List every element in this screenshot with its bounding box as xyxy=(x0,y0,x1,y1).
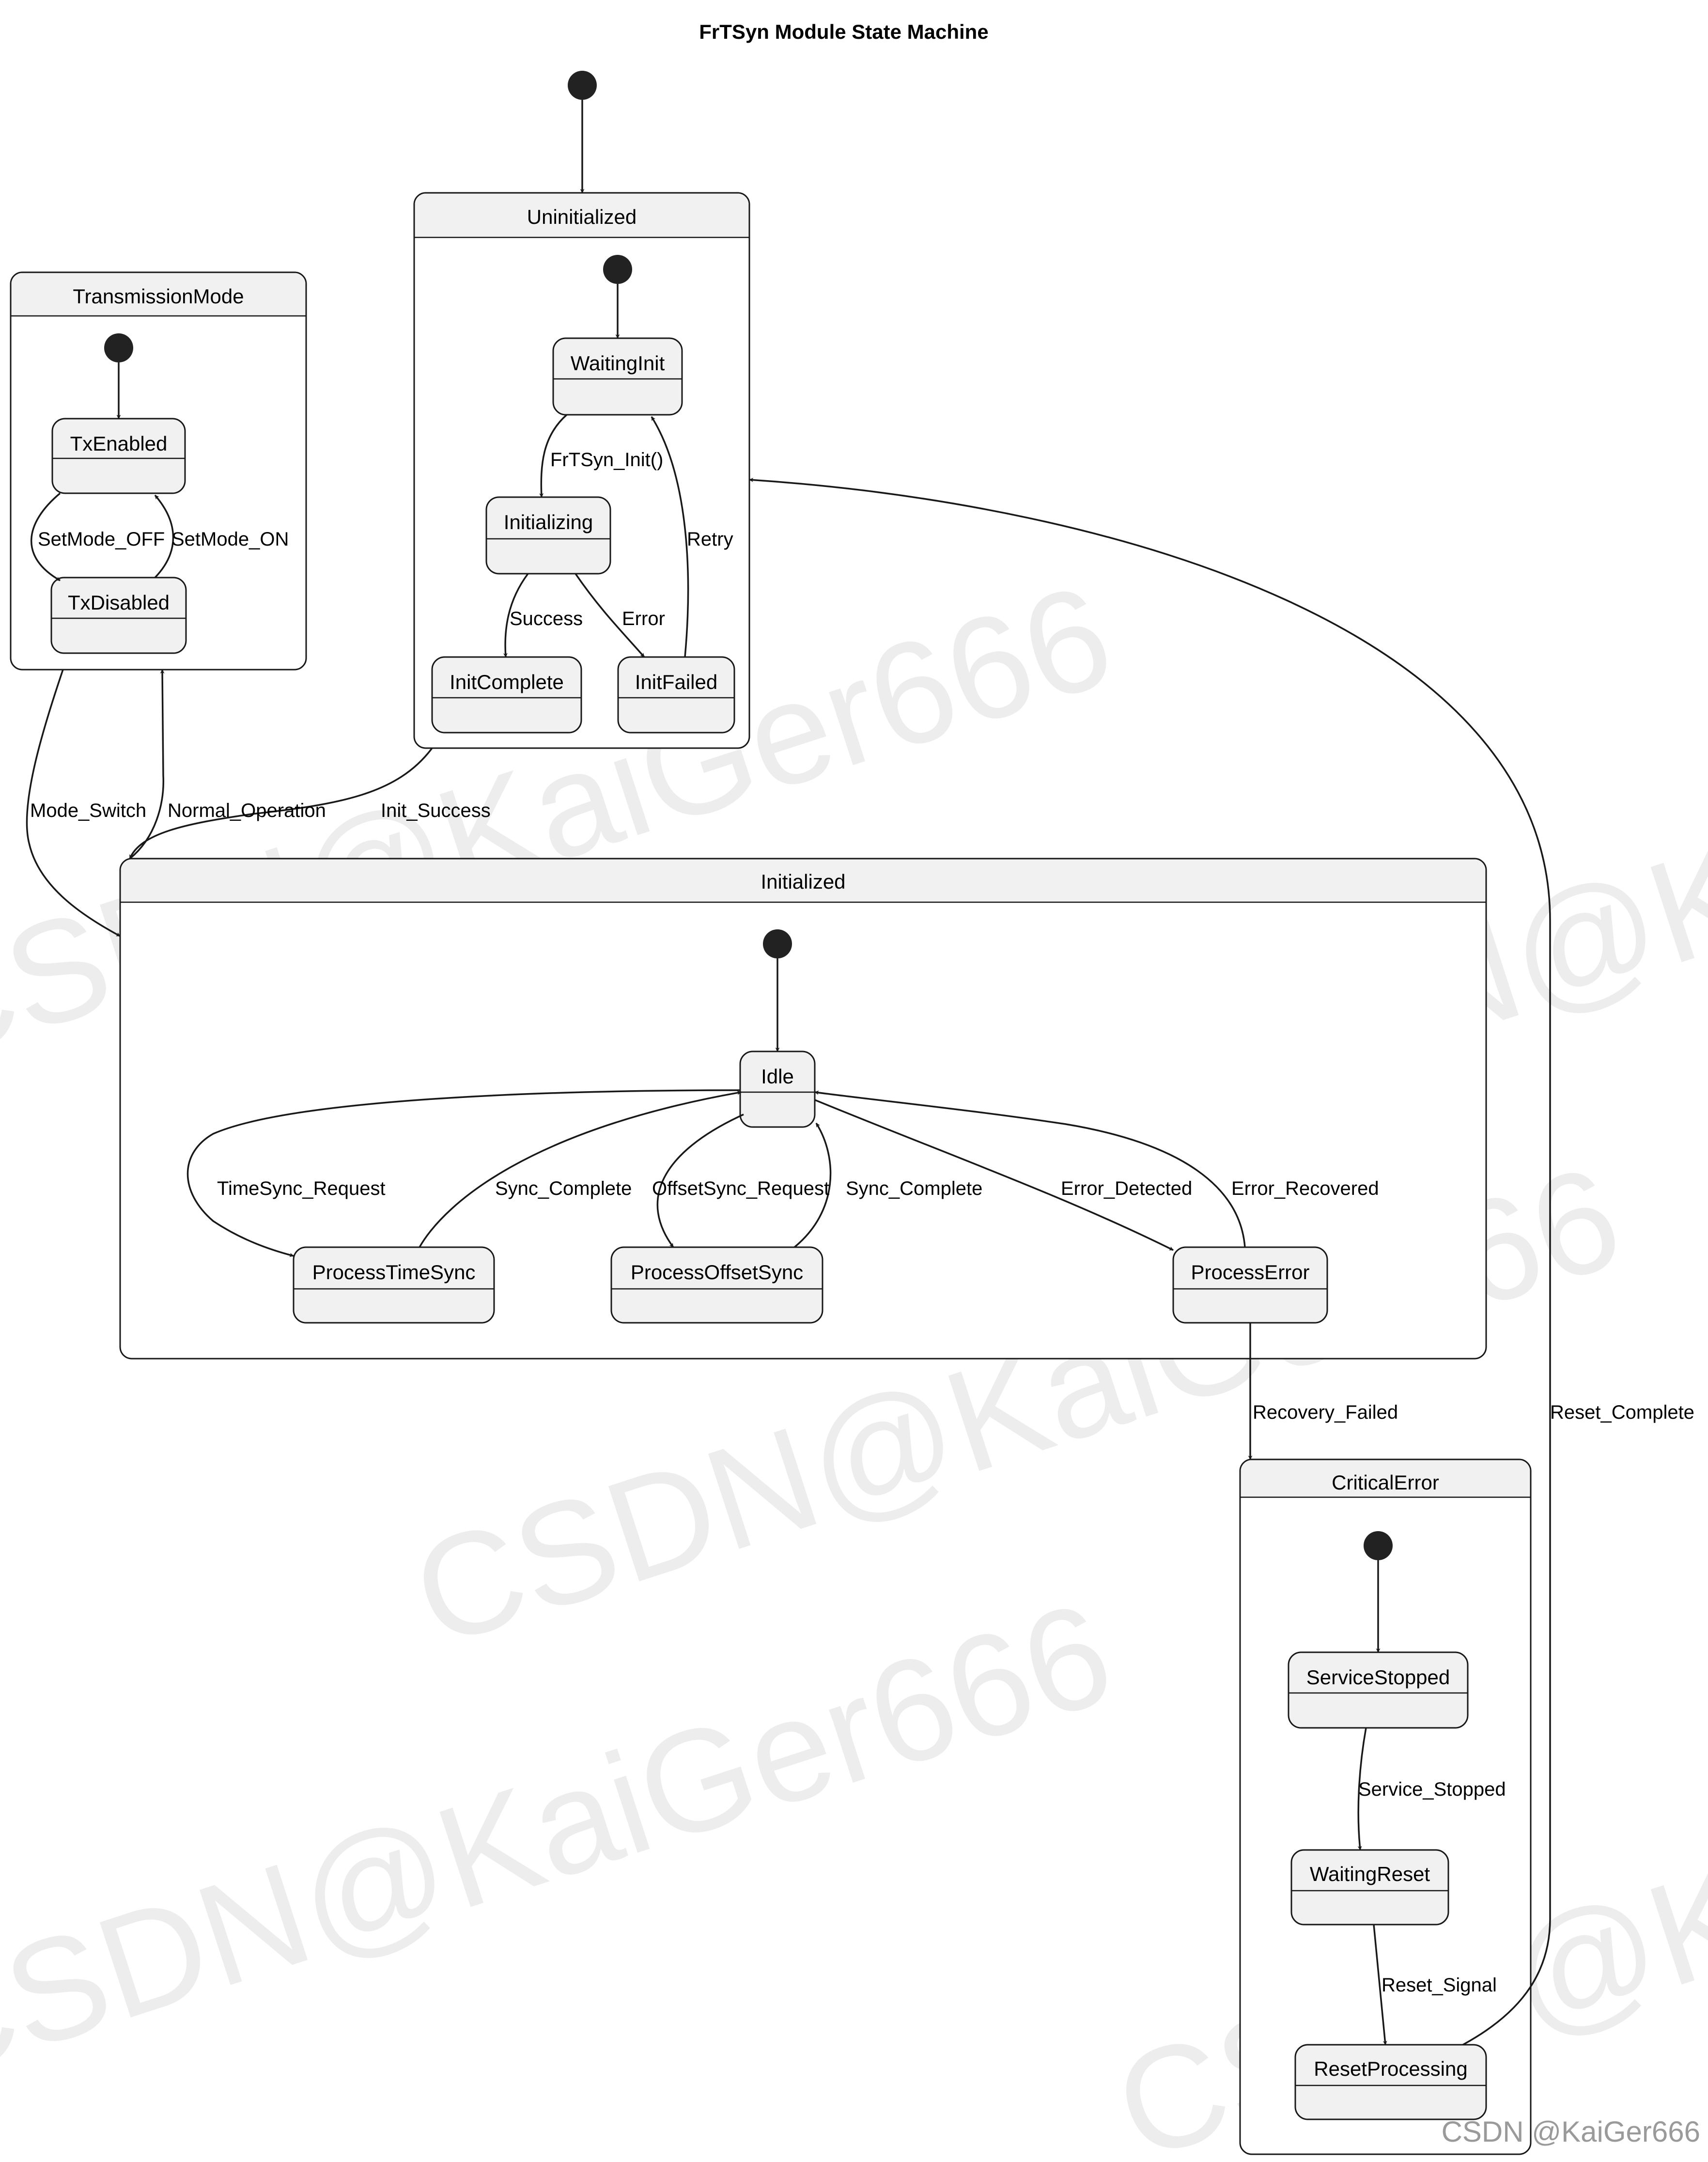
edge-frtsyn-init xyxy=(539,414,568,498)
state-waiting-reset: WaitingReset xyxy=(1290,1849,1449,1926)
state-process-error: ProcessError xyxy=(1172,1246,1328,1324)
state-label: WaitingReset xyxy=(1310,1863,1430,1885)
state-label: ProcessOffsetSync xyxy=(631,1261,803,1284)
state-label: ProcessError xyxy=(1191,1261,1309,1284)
state-label: ResetProcessing xyxy=(1314,2057,1467,2080)
edge-mode-switch xyxy=(26,669,121,937)
composite-label: Initialized xyxy=(761,870,845,893)
edge-offset-sync-request xyxy=(656,1113,744,1248)
label-offset-sync-request: OffsetSync_Request xyxy=(652,1178,829,1199)
initial-node-tm xyxy=(104,333,133,362)
state-tx-enabled: TxEnabled xyxy=(51,418,186,494)
label-sync-complete-1: Sync_Complete xyxy=(495,1178,632,1199)
state-label: WaitingInit xyxy=(571,352,665,375)
label-set-mode-off: SetMode_OFF xyxy=(38,529,165,550)
edge-retry xyxy=(651,416,689,658)
edge-error-recovered xyxy=(814,1090,1246,1248)
state-label: Idle xyxy=(761,1065,794,1088)
state-tx-disabled: TxDisabled xyxy=(50,577,187,654)
composite-header xyxy=(11,273,306,316)
state-process-time-sync: ProcessTimeSync xyxy=(293,1246,495,1324)
composite-frame xyxy=(1239,1458,1532,2155)
label-frtsyn-init: FrTSyn_Init() xyxy=(550,449,663,470)
state-initializing: Initializing xyxy=(485,496,611,575)
watermark-corner: CSDN @KaiGer666 xyxy=(1442,2115,1700,2148)
state-label: TxEnabled xyxy=(70,432,168,455)
label-mode-switch: Mode_Switch xyxy=(30,800,146,821)
state-label: ProcessTimeSync xyxy=(312,1261,476,1284)
edge-time-sync-request xyxy=(186,1089,741,1257)
composite-label: Uninitialized xyxy=(527,205,637,228)
edge-error xyxy=(575,573,645,658)
label-time-sync-request: TimeSync_Request xyxy=(217,1178,386,1199)
label-normal-operation: Normal_Operation xyxy=(168,800,326,821)
edge-set-mode-on xyxy=(154,494,174,579)
edge-init-success xyxy=(129,747,433,859)
state-service-stopped: ServiceStopped xyxy=(1288,1651,1469,1729)
initial-node-uninit xyxy=(603,255,632,284)
state-label: InitFailed xyxy=(635,671,717,693)
composite-header xyxy=(121,859,1486,902)
edge-service-stopped xyxy=(1357,1727,1367,1850)
edge-set-mode-off xyxy=(30,492,61,581)
edge-error-detected xyxy=(814,1099,1174,1251)
composite-uninitialized: Uninitialized xyxy=(413,192,750,749)
label-set-mode-on: SetMode_ON xyxy=(171,529,289,550)
label-service-stopped: Service_Stopped xyxy=(1358,1779,1506,1800)
label-init-success: Init_Success xyxy=(381,800,491,821)
composite-label: TransmissionMode xyxy=(73,285,244,308)
label-reset-signal: Reset_Signal xyxy=(1382,1974,1497,1996)
edges xyxy=(26,100,1551,2046)
state-label: TxDisabled xyxy=(68,591,170,614)
state-label: InitComplete xyxy=(450,671,564,693)
label-error: Error xyxy=(622,608,665,629)
composite-header xyxy=(415,193,749,237)
label-reset-complete: Reset_Complete xyxy=(1550,1402,1694,1423)
label-error-detected: Error_Detected xyxy=(1061,1178,1192,1199)
state-init-complete: InitComplete xyxy=(431,656,582,734)
state-waiting-init: WaitingInit xyxy=(552,337,683,416)
initial-node-top xyxy=(568,71,597,100)
edge-sync-complete-1 xyxy=(419,1090,742,1248)
edge-sync-complete-2 xyxy=(793,1123,832,1248)
label-error-recovered: Error_Recovered xyxy=(1231,1178,1379,1199)
state-idle: Idle xyxy=(739,1050,816,1128)
state-process-offset-sync: ProcessOffsetSync xyxy=(610,1246,823,1324)
state-label: ServiceStopped xyxy=(1306,1666,1450,1689)
composite-header xyxy=(1241,1460,1530,1497)
watermark-bg-4: CSDN@KaiGer666 xyxy=(0,1570,1130,2113)
initial-node-init xyxy=(763,929,792,958)
state-label: Initializing xyxy=(504,511,593,533)
state-reset-processing: ResetProcessing xyxy=(1294,2044,1487,2120)
composite-critical-error: CriticalError xyxy=(1239,1458,1532,2155)
label-sync-complete-2: Sync_Complete xyxy=(846,1178,982,1199)
initial-node-ce xyxy=(1364,1531,1393,1560)
state-init-failed: InitFailed xyxy=(617,656,735,734)
diagram-title: FrTSyn Module State Machine xyxy=(699,20,988,43)
label-retry: Retry xyxy=(687,529,733,550)
edge-reset-complete xyxy=(749,478,1551,2046)
edge-reset-signal xyxy=(1373,1924,1387,2045)
label-recovery-failed: Recovery_Failed xyxy=(1253,1402,1398,1423)
composite-label: CriticalError xyxy=(1332,1471,1439,1494)
edge-labels: SetMode_OFF SetMode_ON FrTSyn_Init() Ret… xyxy=(30,449,1694,1996)
label-success: Success xyxy=(510,608,583,629)
edge-success xyxy=(503,573,529,658)
edge-normal-operation xyxy=(129,669,165,860)
